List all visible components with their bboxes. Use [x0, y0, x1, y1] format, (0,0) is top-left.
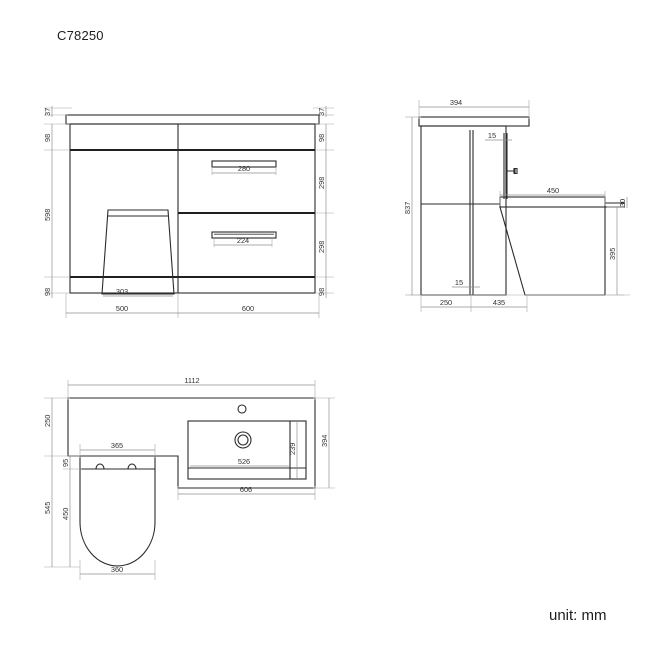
- front-dim-37: 37: [43, 108, 52, 116]
- side-dim-30: 30: [618, 199, 627, 207]
- plan-dim-394: 394: [320, 435, 329, 447]
- front-elevation-view: 37 98 598 98 37 98 298 298 98: [43, 106, 334, 318]
- side-dim-435: 435: [493, 298, 505, 307]
- plan-toilet-pan-outline: [79, 455, 156, 567]
- plan-seat-hinge-left: [95, 463, 105, 470]
- side-toilet-pan: [499, 206, 606, 296]
- front-dim-598: 598: [43, 209, 52, 221]
- side-dim-250: 250: [440, 298, 452, 307]
- plan-dim-239: 239: [288, 443, 297, 455]
- front-dim-98-bottom: 98: [43, 288, 52, 296]
- plan-basin-outer: [187, 420, 307, 480]
- side-countertop: [418, 116, 530, 127]
- front-countertop: [65, 114, 320, 125]
- front-dim-98-bottom-right: 98: [317, 288, 326, 296]
- plan-dim-526: 526: [238, 457, 250, 466]
- plan-countertop-outline: [67, 397, 316, 489]
- plan-view: 1112 250 545 95 450 365 360 394: [43, 376, 335, 580]
- plan-dim-250: 250: [43, 415, 52, 427]
- front-cabinet-body: [69, 123, 316, 294]
- plan-dim-95: 95: [61, 459, 70, 467]
- plan-dim-360: 360: [111, 565, 123, 574]
- front-dim-98-top-right: 98: [317, 134, 326, 142]
- plan-dim-365: 365: [111, 441, 123, 450]
- plan-dim-1112: 1112: [184, 376, 199, 385]
- plan-dim-450: 450: [61, 508, 70, 520]
- side-dim-450: 450: [547, 186, 559, 195]
- front-dim-303: 303: [116, 287, 128, 296]
- side-cabinet-body: [420, 125, 507, 296]
- side-elevation-view: 394 837 15 15 450 30 395 250 435: [403, 98, 630, 312]
- front-dim-280: 280: [238, 164, 250, 173]
- front-dim-37-right: 37: [317, 108, 326, 116]
- side-toilet-rim: [499, 196, 606, 208]
- plan-dim-545: 545: [43, 502, 52, 514]
- front-toilet-pan: [101, 209, 175, 295]
- plan-drain-inner: [237, 434, 249, 446]
- plan-dim-606: 606: [240, 485, 252, 494]
- plan-seat-hinge-right: [127, 463, 137, 470]
- front-lower-drawer-handle: [211, 231, 277, 239]
- side-flush-handle: [507, 167, 518, 175]
- side-dim-394: 394: [450, 98, 462, 107]
- front-dim-224: 224: [237, 236, 249, 245]
- front-dim-98-top: 98: [43, 134, 52, 142]
- front-dim-500: 500: [116, 304, 128, 313]
- front-dim-298-upper: 298: [317, 177, 326, 189]
- plan-tap-hole: [237, 404, 247, 414]
- unit-note: unit: mm: [549, 607, 607, 624]
- side-dim-395: 395: [608, 248, 617, 260]
- side-dim-15-lower: 15: [455, 278, 463, 287]
- front-dim-298-lower: 298: [317, 241, 326, 253]
- side-dim-15-upper: 15: [488, 131, 496, 140]
- page-title: C78250: [57, 28, 104, 43]
- side-dim-837: 837: [403, 202, 412, 214]
- plan-drain-outer: [234, 431, 252, 449]
- front-upper-drawer-handle: [211, 160, 277, 168]
- front-dim-600: 600: [242, 304, 254, 313]
